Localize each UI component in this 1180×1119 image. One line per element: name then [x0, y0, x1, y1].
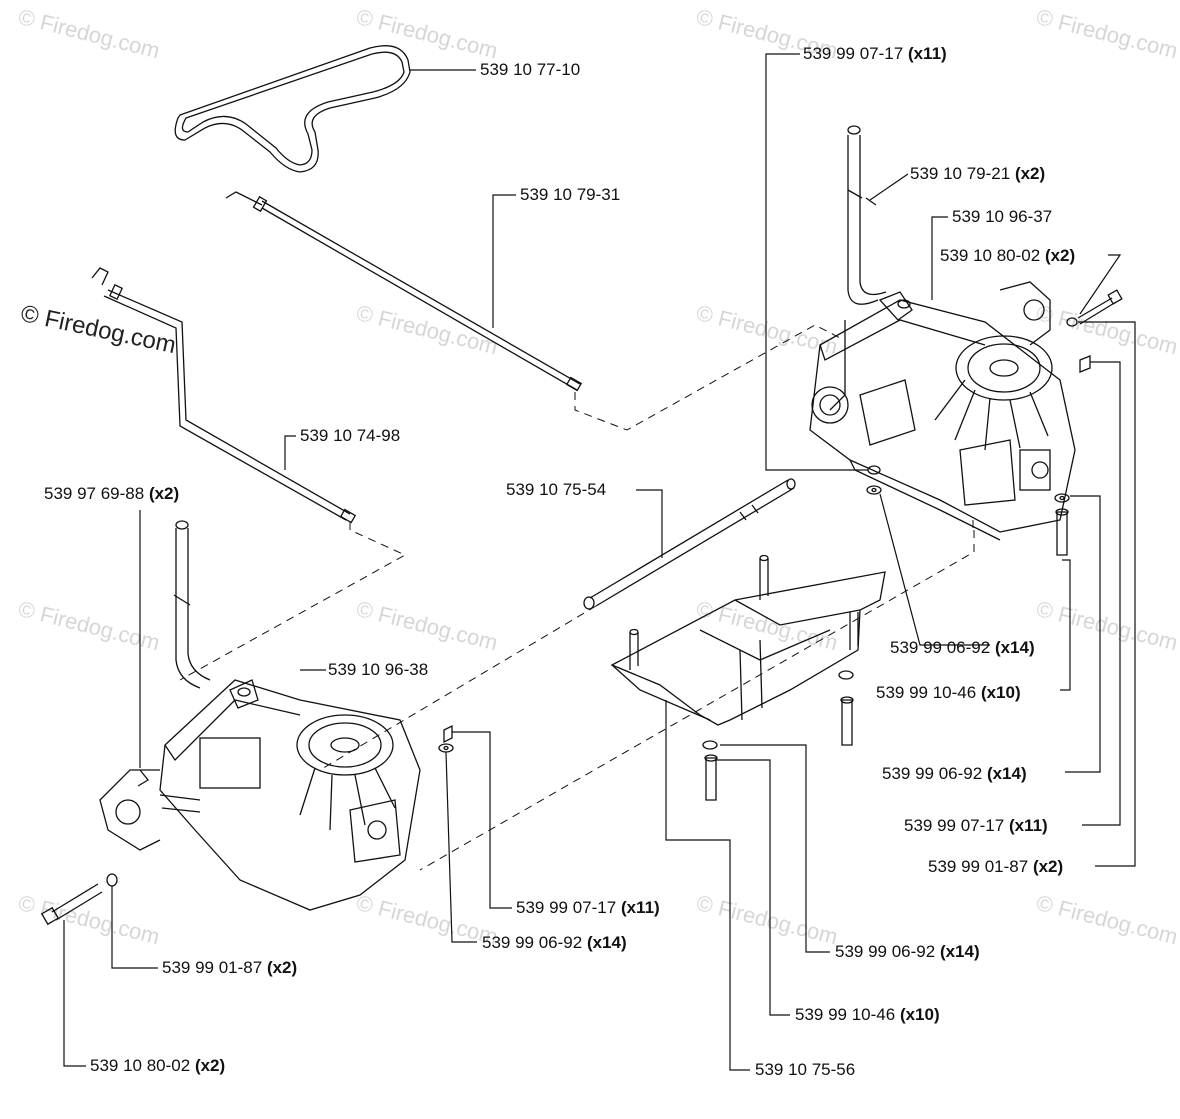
alignment-lines [179, 324, 975, 871]
bracket-drawing [610, 554, 886, 801]
label-clip-left: 539 97 69-88 (x2) [44, 484, 180, 503]
label-bolt-bracket: 539 99 10-46 (x10) [795, 1005, 940, 1024]
label-washer-left: 539 99 06-92 (x14) [482, 933, 627, 952]
label-rod-upper: 539 10 79-31 [520, 185, 621, 204]
rod-lower-drawing [91, 267, 357, 524]
belt-drawing [174, 45, 411, 173]
label-washer-right-a: 539 99 06-92 (x14) [890, 638, 1035, 657]
label-bracket: 539 10 75-56 [755, 1060, 856, 1079]
label-bolt-right: 539 10 80-02 (x2) [940, 246, 1076, 265]
label-bolt-right-b: 539 99 10-46 (x10) [876, 683, 1021, 702]
label-bolt-left: 539 10 80-02 (x2) [90, 1056, 226, 1075]
label-belt: 539 10 77-10 [480, 60, 581, 79]
left-transaxle-drawing [99, 520, 421, 911]
label-washer-left-b: 539 99 01-87 (x2) [162, 958, 298, 977]
label-washer-right-b: 539 99 06-92 (x14) [882, 764, 1027, 783]
label-nut-right-b: 539 99 07-17 (x11) [904, 816, 1048, 835]
label-rod-lower: 539 10 74-98 [300, 426, 401, 445]
label-transaxle-right: 539 10 96-37 [952, 207, 1053, 226]
label-nut-left: 539 99 07-17 (x11) [516, 898, 660, 917]
label-washer-right-c: 539 99 01-87 (x2) [928, 857, 1064, 876]
label-washer-bracket: 539 99 06-92 (x14) [835, 942, 980, 961]
right-transaxle-drawing [809, 125, 1076, 541]
left-hardware-drawing [40, 724, 454, 926]
rod-upper-drawing [225, 191, 583, 392]
label-transaxle-left: 539 10 96-38 [328, 660, 429, 679]
leader-lines [63, 53, 1136, 1071]
label-nut-right-top: 539 99 07-17 (x11) [803, 44, 947, 63]
shaft-drawing [583, 478, 796, 610]
label-shaft: 539 10 75-54 [506, 480, 607, 499]
label-lever-clip-right: 539 10 79-21 (x2) [910, 164, 1046, 183]
